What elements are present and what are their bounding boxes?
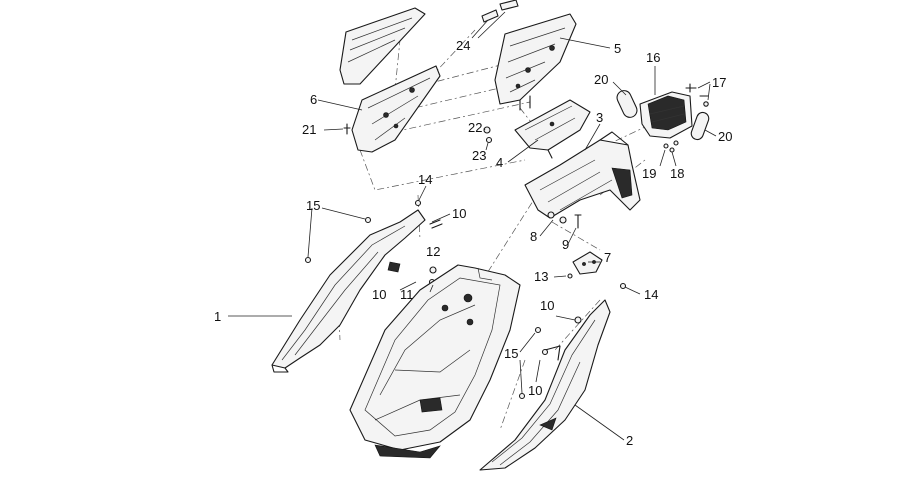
part-6-tail-cover bbox=[339, 7, 441, 153]
part-8-9-screws bbox=[547, 211, 582, 229]
callout-4: 4 bbox=[496, 155, 503, 170]
callout-10-right-lower: 10 bbox=[528, 383, 542, 398]
callout-labels: 1 2 3 4 5 6 7 8 9 10 10 10 10 11 12 13 1… bbox=[214, 38, 732, 448]
callout-5: 5 bbox=[614, 41, 621, 56]
part-7-plate bbox=[572, 251, 603, 275]
part-1-left-side-panel bbox=[271, 209, 426, 373]
callout-15-left: 15 bbox=[306, 198, 320, 213]
callout-20-right: 20 bbox=[718, 129, 732, 144]
part-5-side-cover bbox=[494, 13, 577, 111]
part-3-mudguard bbox=[524, 131, 641, 219]
callout-21: 21 bbox=[302, 122, 316, 137]
callout-16: 16 bbox=[646, 50, 660, 65]
part-21-screw bbox=[343, 123, 351, 135]
callout-11: 11 bbox=[400, 287, 414, 302]
callout-17: 17 bbox=[712, 75, 726, 90]
part-13-screw bbox=[567, 273, 573, 279]
leader-lines bbox=[228, 11, 717, 441]
part-22-23-fasteners bbox=[483, 126, 493, 144]
part-18-19-nuts bbox=[663, 140, 679, 153]
part-24-gaskets bbox=[481, 0, 519, 23]
part-2-right-side-panel bbox=[479, 299, 611, 471]
callout-8: 8 bbox=[530, 229, 537, 244]
callout-14-left: 14 bbox=[418, 172, 432, 187]
callout-23: 23 bbox=[472, 148, 486, 163]
callout-13: 13 bbox=[534, 269, 548, 284]
right-fasteners bbox=[518, 282, 627, 400]
part-17-screws bbox=[685, 83, 709, 107]
callout-6: 6 bbox=[310, 92, 317, 107]
part-4-bracket-plate bbox=[514, 99, 591, 159]
callout-14-right: 14 bbox=[644, 287, 658, 302]
callout-10-left: 10 bbox=[372, 287, 386, 302]
callout-10-right-upper: 10 bbox=[540, 298, 554, 313]
callout-2: 2 bbox=[626, 433, 633, 448]
callout-3: 3 bbox=[596, 110, 603, 125]
callout-18: 18 bbox=[670, 166, 684, 181]
part-16-plate-holder bbox=[639, 91, 693, 139]
callout-24: 24 bbox=[456, 38, 470, 53]
callout-19: 19 bbox=[642, 166, 656, 181]
callout-12: 12 bbox=[426, 244, 440, 259]
callout-22: 22 bbox=[468, 120, 482, 135]
part-20-reflectors bbox=[616, 90, 710, 141]
callout-10-upper-left: 10 bbox=[452, 206, 466, 221]
callout-20-left: 20 bbox=[594, 72, 608, 87]
center-frame-tray bbox=[349, 264, 521, 459]
callout-7: 7 bbox=[604, 250, 611, 265]
callout-1: 1 bbox=[214, 309, 221, 324]
callout-9: 9 bbox=[562, 237, 569, 252]
callout-15-right: 15 bbox=[504, 346, 518, 361]
